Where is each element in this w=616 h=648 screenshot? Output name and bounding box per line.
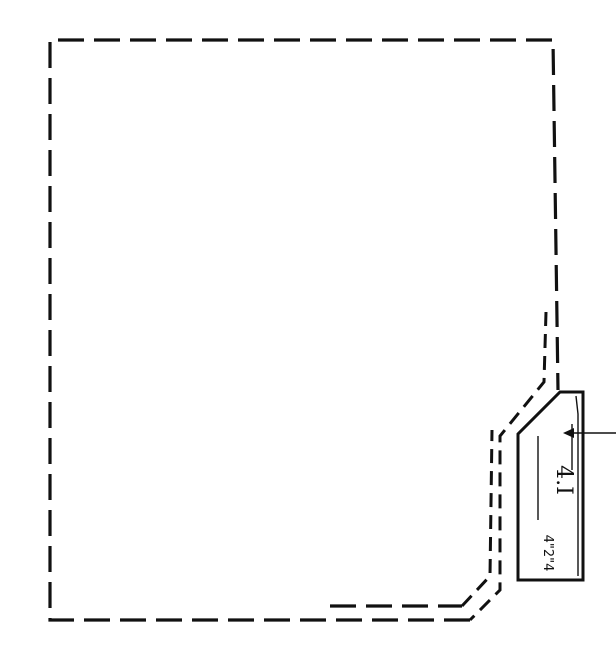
outer-boundary-dashed-left-bottom [48,42,470,622]
inner-dashed-outline [468,311,548,622]
outer-boundary-dashed [58,38,560,391]
component-code-label: 4.I [551,465,576,495]
dimension-label: 4"2"4 [540,535,555,572]
component-outline [516,390,585,582]
component-inner-offset [575,395,579,576]
callout-arrowhead [563,428,574,438]
inner-dashed-diagonal-lower [460,429,494,608]
